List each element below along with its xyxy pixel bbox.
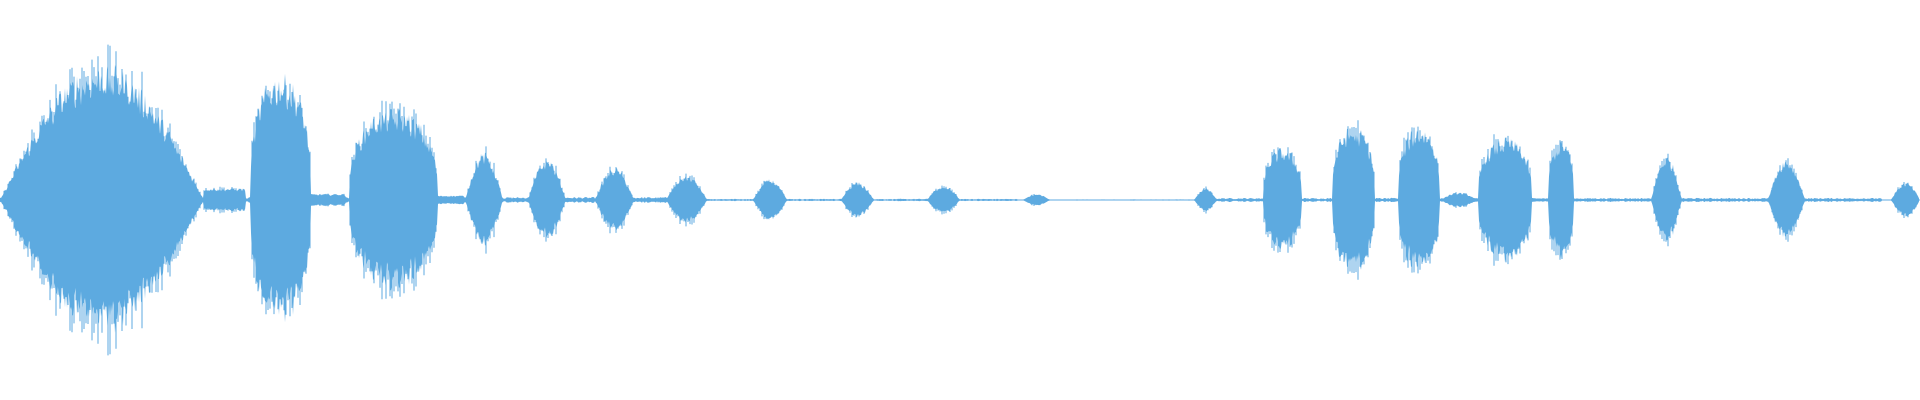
waveform-channel xyxy=(0,44,1920,356)
